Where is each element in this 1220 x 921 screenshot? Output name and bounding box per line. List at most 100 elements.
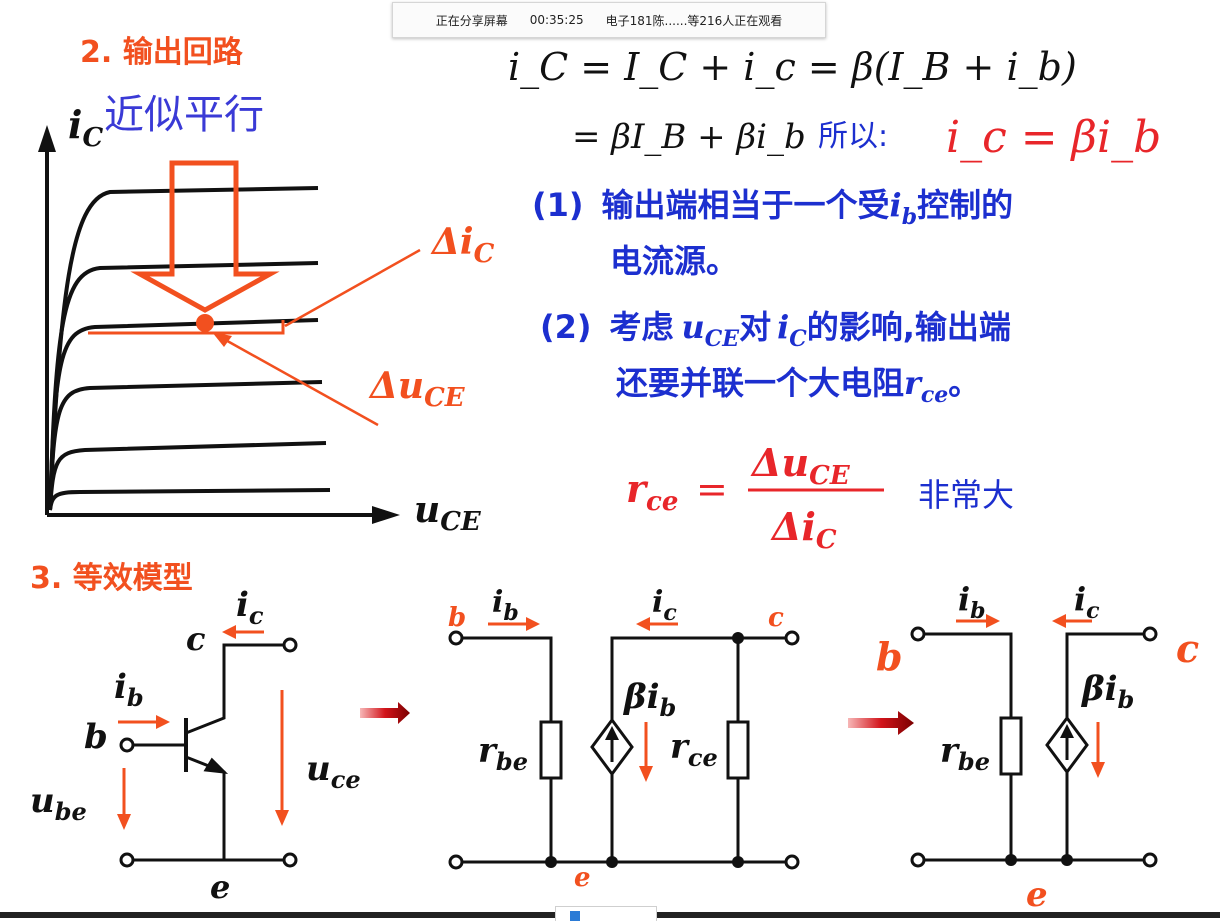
terminal-e-right: [784, 854, 800, 870]
operating-point: [196, 314, 214, 332]
parallel-annotation: 近似平行: [104, 92, 264, 138]
delta-uce-pointer: [221, 336, 379, 427]
ube-arrow-head: [117, 814, 131, 830]
terminal-e-right: [1142, 852, 1158, 868]
c3-ic-label: ic: [1074, 580, 1100, 624]
ib-current-arrow-head: [156, 715, 170, 729]
delta-ic-label: ΔiC: [430, 221, 495, 269]
c2-rbe-label: rbe: [478, 731, 528, 776]
note-1-line-2: 电流源。: [610, 242, 738, 280]
share-viewers: 电子181陈......等216人正在观看: [605, 13, 783, 28]
c3-beta-ib-label: βib: [1080, 669, 1134, 714]
rce-denominator: ΔiC: [770, 504, 837, 555]
equivalent-circuit-with-rce-marks: b ib ic c βib rbe rce e: [448, 585, 784, 893]
node-dot: [732, 856, 744, 868]
characteristic-curve: [48, 318, 319, 511]
collector-branch: [610, 636, 786, 720]
terminal-c: [282, 637, 298, 653]
source-arrow-up-head: [605, 726, 619, 740]
hollow-down-arrow: [130, 160, 280, 313]
screen-share-bar: 正在分享屏幕 00:35:25 电子181陈......等216人正在观看: [392, 2, 826, 38]
node-dot: [732, 632, 744, 644]
c3-b-label: b: [876, 634, 903, 679]
taskbar-tab[interactable]: [555, 906, 657, 921]
c3-rbe-label: rbe: [940, 731, 990, 776]
simplified-equivalent-circuit-marks: ib ic b c βib rbe e: [876, 580, 1199, 915]
c2-b-label: b: [448, 603, 466, 633]
equation-line-2: = βI_B + βi_b: [572, 117, 806, 157]
note-1-line-1: (1)输出端相当于一个受ib控制的: [532, 186, 1013, 230]
bjt-ib-label: ib: [114, 667, 144, 712]
base-branch: [462, 636, 553, 722]
rce-resistor: [726, 720, 750, 780]
collector-branch: [1065, 632, 1144, 718]
characteristic-curve: [48, 186, 319, 511]
c2-e-label: e: [574, 863, 591, 893]
app-icon: [570, 911, 580, 921]
c2-rce-label: rce: [670, 727, 718, 772]
equation-result: i_c = βi_b: [946, 112, 1161, 163]
section2-title: 2. 输出回路: [80, 35, 244, 70]
bjt-c-label: c: [186, 620, 205, 658]
base-branch: [924, 632, 1013, 718]
beta-ib-arrow-head: [639, 766, 653, 782]
beta-ib-arrow-head: [1091, 762, 1105, 778]
bjt-ic-label: ic: [236, 585, 264, 630]
rbe-resistor: [999, 716, 1023, 776]
terminal-b: [448, 630, 464, 646]
rce-numerator: ΔuCE: [750, 440, 851, 491]
rce-equals: =: [696, 467, 728, 511]
note-2-line-2: 还要并联一个大电阻rce。: [616, 364, 980, 408]
equation-so-label: 所以:: [818, 119, 888, 154]
c2-ic-label: ic: [652, 585, 677, 626]
rce-lhs: rce: [626, 466, 678, 517]
delta-ic-pointer: [284, 248, 421, 328]
terminal-e-right: [282, 852, 298, 868]
ib-current-arrow-head: [526, 617, 540, 631]
node-dot: [545, 856, 557, 868]
equation-line-1: i_C = I_C + i_c = β(I_B + i_b): [508, 45, 1077, 90]
bjt-labels: ic c ib b ube uce e: [30, 585, 361, 906]
terminal-c: [1142, 626, 1158, 642]
note-1: (1)输出端相当于一个受ib控制的 电流源。: [532, 186, 1013, 280]
transition-arrow-2: [848, 711, 914, 735]
source-arrow-up-head: [1060, 724, 1074, 738]
ic-current-arrow-head: [636, 617, 650, 631]
terminal-c: [784, 630, 800, 646]
c2-ib-label: ib: [492, 585, 519, 626]
emitter-arrow: [203, 757, 229, 774]
graph-x-axis-arrow: [372, 506, 400, 524]
rce-formula: rce = ΔuCE ΔiC 非常大: [626, 440, 1014, 555]
terminal-e-left: [119, 852, 135, 868]
c2-beta-ib-label: βib: [622, 677, 676, 722]
node-dot: [1005, 854, 1017, 866]
graph-y-axis-label: iC: [68, 102, 103, 153]
bjt-e-label: e: [210, 868, 230, 906]
characteristic-curve: [48, 488, 331, 511]
collector-wire: [185, 643, 284, 735]
node-dot: [606, 856, 618, 868]
uce-arrow-head: [275, 810, 289, 826]
c3-ib-label: ib: [958, 580, 986, 624]
graph-x-axis-label: uCE: [414, 489, 482, 537]
delta-uce-pointer-head: [212, 332, 232, 347]
c3-c-label: c: [1176, 626, 1199, 671]
bjt-uce-label: uce: [306, 749, 361, 794]
share-elapsed-time: 00:35:25: [529, 13, 584, 27]
simplified-equivalent-circuit: [910, 626, 1158, 868]
terminal-b: [910, 626, 926, 642]
terminal-e-left: [448, 854, 464, 870]
share-status: 正在分享屏幕: [435, 13, 508, 28]
rce-comment: 非常大: [918, 476, 1014, 514]
output-characteristic-graph: iC 近似平行 uCE ΔiC ΔuCE: [38, 92, 495, 537]
ic-current-arrow-head: [1052, 614, 1066, 628]
terminal-e-left: [910, 852, 926, 868]
ib-current-arrow-head: [986, 614, 1000, 628]
delta-triangle: [88, 320, 285, 335]
rbe-resistor: [539, 720, 563, 780]
node-dot: [1061, 854, 1073, 866]
delta-uce-label: ΔuCE: [368, 365, 466, 413]
c2-c-label: c: [768, 603, 784, 633]
